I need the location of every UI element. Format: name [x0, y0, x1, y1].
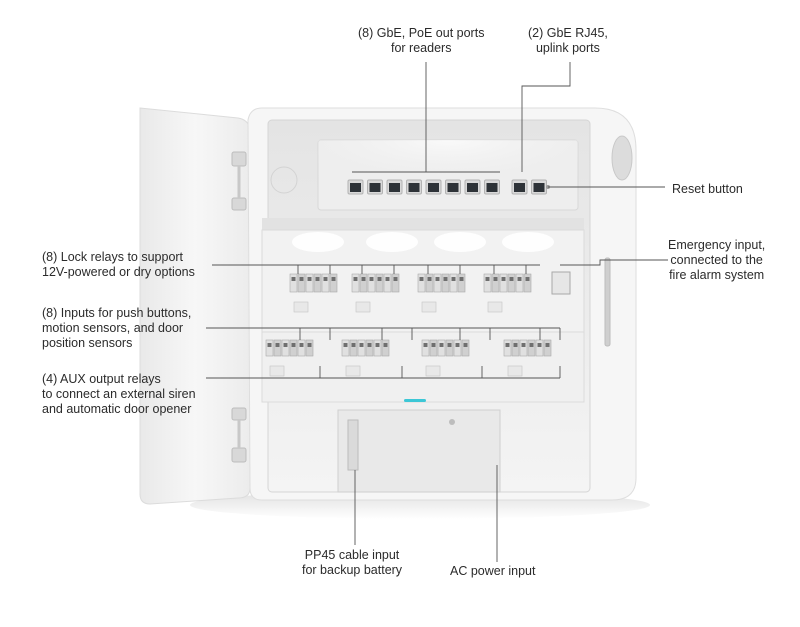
leader-ticks: [297, 265, 561, 378]
callout-pp45-input: PP45 cable input for backup battery: [302, 548, 403, 577]
door-hinges: [231, 151, 247, 463]
callout-inputs: (8) Inputs for push buttons, motion sens…: [42, 306, 192, 350]
network-ports: [347, 179, 547, 195]
callout-uplink-ports: (2) GbE RJ45, uplink ports: [528, 26, 608, 55]
input-block: [265, 339, 314, 377]
callout-aux-relays: (4) AUX output relays to connect an exte…: [42, 372, 196, 416]
uplink-port: [531, 179, 547, 195]
poe-port: [406, 179, 422, 195]
upper-divider: [262, 218, 584, 230]
uplink-port: [511, 179, 528, 195]
callout-emergency-input: Emergency input, connected to the fire a…: [668, 238, 766, 282]
input-block: [421, 339, 470, 377]
board-lights: [292, 232, 554, 252]
ac-screw: [449, 419, 455, 425]
emergency-input-connector: [551, 271, 571, 295]
power-compartment: [337, 409, 501, 493]
poe-port: [347, 179, 364, 195]
input-block: [503, 339, 552, 377]
input-block: [341, 339, 390, 377]
poe-port: [484, 179, 500, 195]
door-latch: [604, 257, 611, 347]
poe-port: [386, 179, 403, 195]
lock-relay-block: [483, 273, 532, 313]
knockout-circle: [270, 166, 298, 194]
poe-port: [367, 179, 383, 195]
callout-reset-button: Reset button: [672, 182, 743, 196]
poe-port: [445, 179, 461, 195]
door-panel: [139, 107, 251, 505]
callout-lock-relays: (8) Lock relays to support 12V-powered o…: [42, 250, 195, 279]
lock-relay-terminals: [289, 273, 532, 313]
lock-relay-block: [289, 273, 338, 313]
poe-port: [425, 179, 442, 195]
input-terminals: [265, 339, 552, 377]
side-cable-hole: [611, 135, 633, 181]
status-led: [404, 399, 426, 402]
poe-port: [464, 179, 481, 195]
callout-ac-power: AC power input: [450, 564, 536, 578]
lock-relay-block: [351, 273, 400, 313]
callout-poe-ports: (8) GbE, PoE out ports for readers: [358, 26, 485, 55]
pp45-connector: [347, 419, 359, 471]
leader-lines: [206, 62, 668, 562]
lock-relay-block: [417, 273, 466, 313]
